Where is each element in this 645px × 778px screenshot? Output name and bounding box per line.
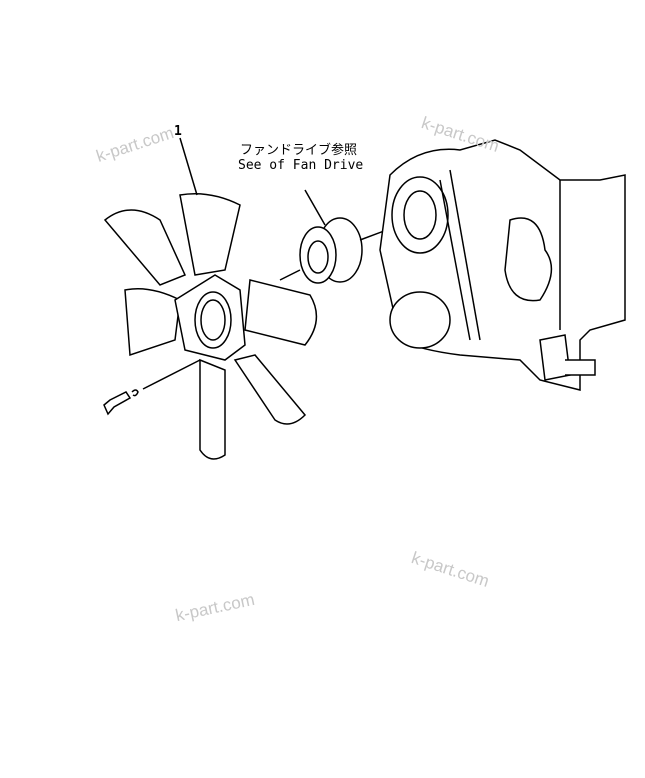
fan-blades: [103, 193, 318, 460]
fan-drive-pulley: [279, 217, 401, 284]
callout-japanese: ファンドライブ参照: [240, 143, 358, 158]
fan-hub: [174, 274, 246, 361]
leader-line-fan-drive: [304, 189, 326, 226]
leader-line-1: [179, 137, 198, 196]
callout-english: See of Fan Drive: [238, 158, 364, 173]
part-number-1: 1: [174, 124, 182, 139]
engine-housing: [379, 139, 626, 391]
bolt: [103, 359, 201, 416]
